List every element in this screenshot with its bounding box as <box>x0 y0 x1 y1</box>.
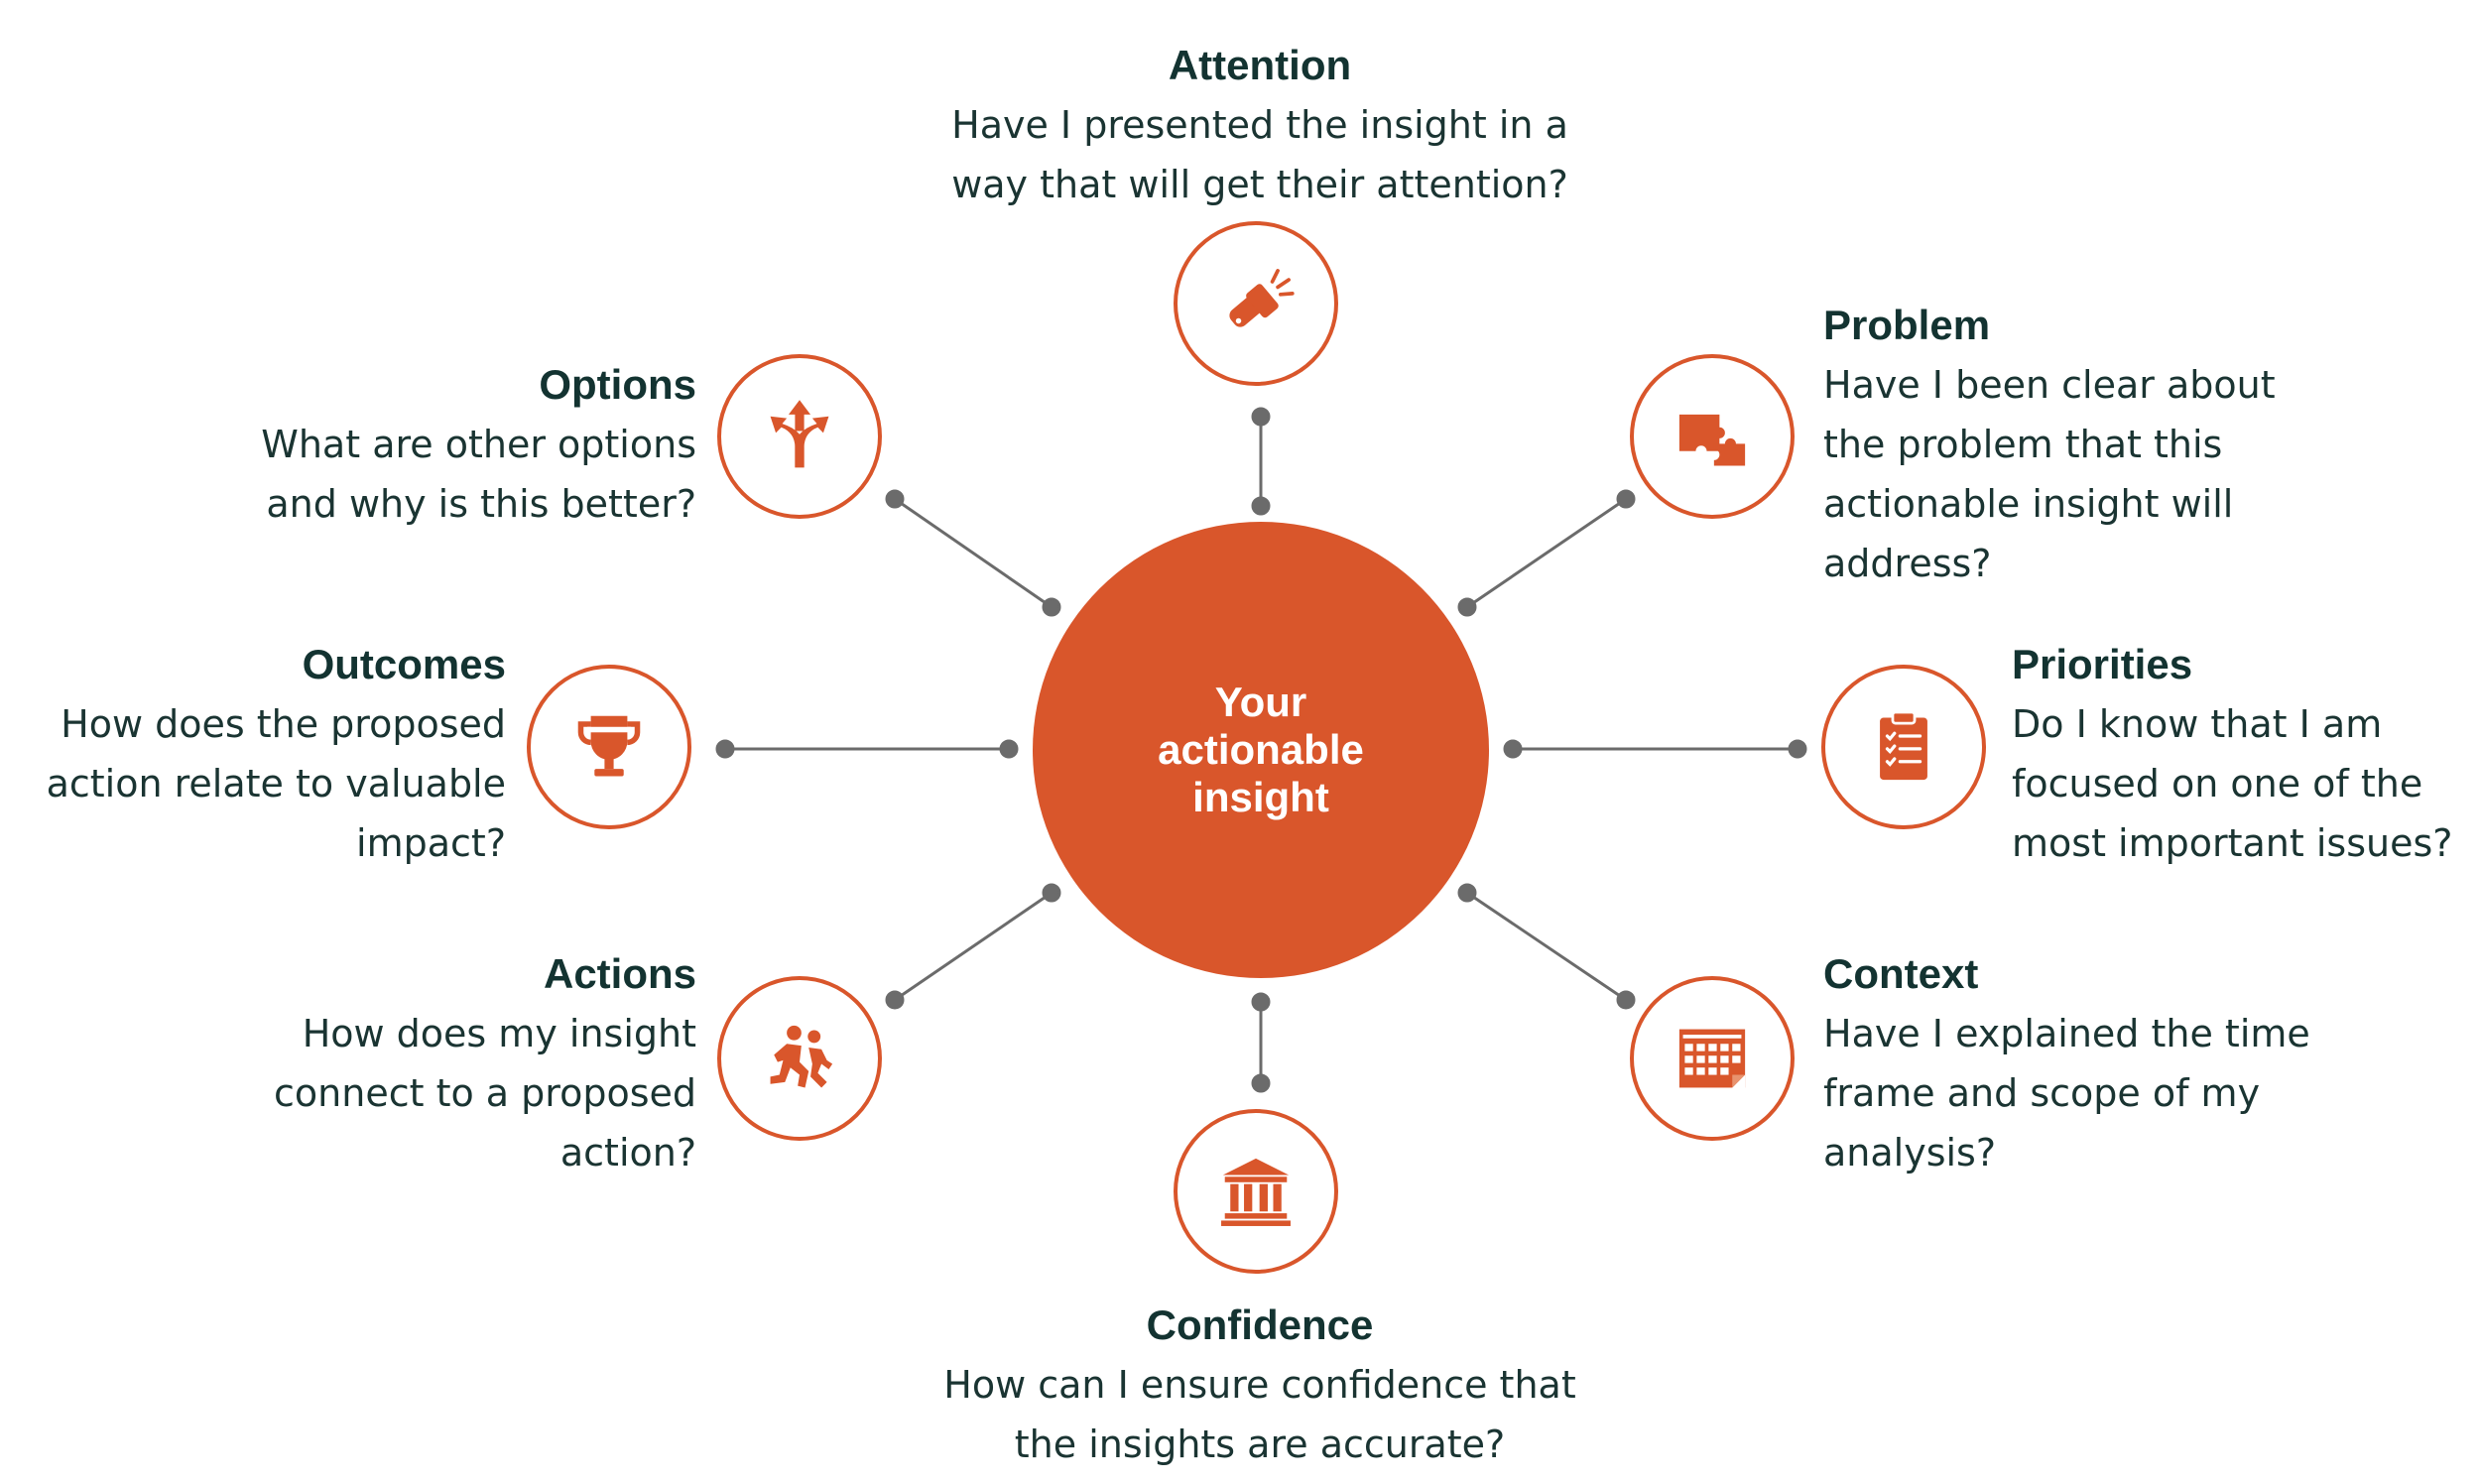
priorities-line-1: Do I know that I am <box>2012 702 2383 746</box>
priorities-title: Priorities <box>2012 641 2193 687</box>
outcomes-title: Outcomes <box>302 641 506 687</box>
problem-line-3: actionable insight will <box>1823 482 2234 526</box>
center-label: Your actionable insight <box>1158 679 1364 820</box>
attention-label: Attention Have I presented the insight i… <box>913 36 1607 214</box>
actions-node <box>717 976 882 1141</box>
connector-context <box>1466 891 1627 1002</box>
actions-line-3: action? <box>559 1131 696 1175</box>
actions-title: Actions <box>543 950 696 997</box>
connector-actions <box>894 891 1053 1002</box>
trophy-icon <box>577 715 641 777</box>
priorities-line-3: most important issues? <box>2012 821 2453 865</box>
actions-line-2: connect to a proposed <box>274 1071 696 1115</box>
clipboard-checklist-icon <box>1880 710 1927 781</box>
problem-label: Problem Have I been clear about the prob… <box>1823 296 2418 593</box>
attention-line-1: Have I presented the insight in a <box>951 103 1568 147</box>
context-line-1: Have I explained the time <box>1823 1012 2310 1055</box>
context-title: Context <box>1823 950 1979 997</box>
problem-node <box>1630 354 1795 519</box>
split-arrows-icon <box>770 400 829 468</box>
problem-line-1: Have I been clear about <box>1823 363 2276 407</box>
context-line-3: analysis? <box>1823 1131 1997 1175</box>
running-people-icon <box>770 1025 833 1088</box>
options-label: Options What are other options and why i… <box>139 355 696 534</box>
outcomes-label: Outcomes How does the proposed action re… <box>20 635 506 873</box>
confidence-label: Confidence How can I ensure confidence t… <box>863 1296 1657 1474</box>
context-label: Context Have I explained the time frame … <box>1823 944 2418 1182</box>
connector-options <box>894 497 1053 609</box>
attention-line-2: way that will get their attention? <box>951 163 1568 206</box>
problem-title: Problem <box>1823 302 1991 348</box>
attention-title: Attention <box>1168 42 1352 88</box>
context-line-2: frame and scope of my <box>1823 1071 2261 1115</box>
confidence-title: Confidence <box>1146 1301 1374 1348</box>
options-title: Options <box>539 361 696 408</box>
actions-line-1: How does my insight <box>302 1012 696 1055</box>
options-line-2: and why is this better? <box>266 482 696 526</box>
outcomes-line-1: How does the proposed <box>61 702 506 746</box>
calendar-icon <box>1678 1029 1746 1088</box>
confidence-node <box>1174 1109 1338 1274</box>
outcomes-line-2: action relate to valuable <box>46 762 506 805</box>
bank-building-icon <box>1221 1158 1291 1226</box>
context-node <box>1630 976 1795 1141</box>
attention-node <box>1174 221 1338 386</box>
center-insight-circle: Your actionable insight <box>1033 522 1489 978</box>
actions-label: Actions How does my insight connect to a… <box>99 944 696 1182</box>
flashlight-icon <box>1229 269 1295 327</box>
confidence-line-2: the insights are accurate? <box>1014 1422 1506 1466</box>
connector-problem <box>1466 497 1627 609</box>
priorities-label: Priorities Do I know that I am focused o… <box>2012 635 2478 873</box>
problem-line-2: the problem that this <box>1823 423 2223 466</box>
options-line-1: What are other options <box>261 423 696 466</box>
priorities-node <box>1821 665 1986 829</box>
options-node <box>717 354 882 519</box>
outcomes-node <box>527 665 691 829</box>
priorities-line-2: focused on one of the <box>2012 762 2423 805</box>
puzzle-icon <box>1678 414 1746 466</box>
confidence-line-1: How can I ensure confidence that <box>943 1363 1576 1407</box>
outcomes-line-3: impact? <box>356 821 506 865</box>
problem-line-4: address? <box>1823 542 1992 585</box>
